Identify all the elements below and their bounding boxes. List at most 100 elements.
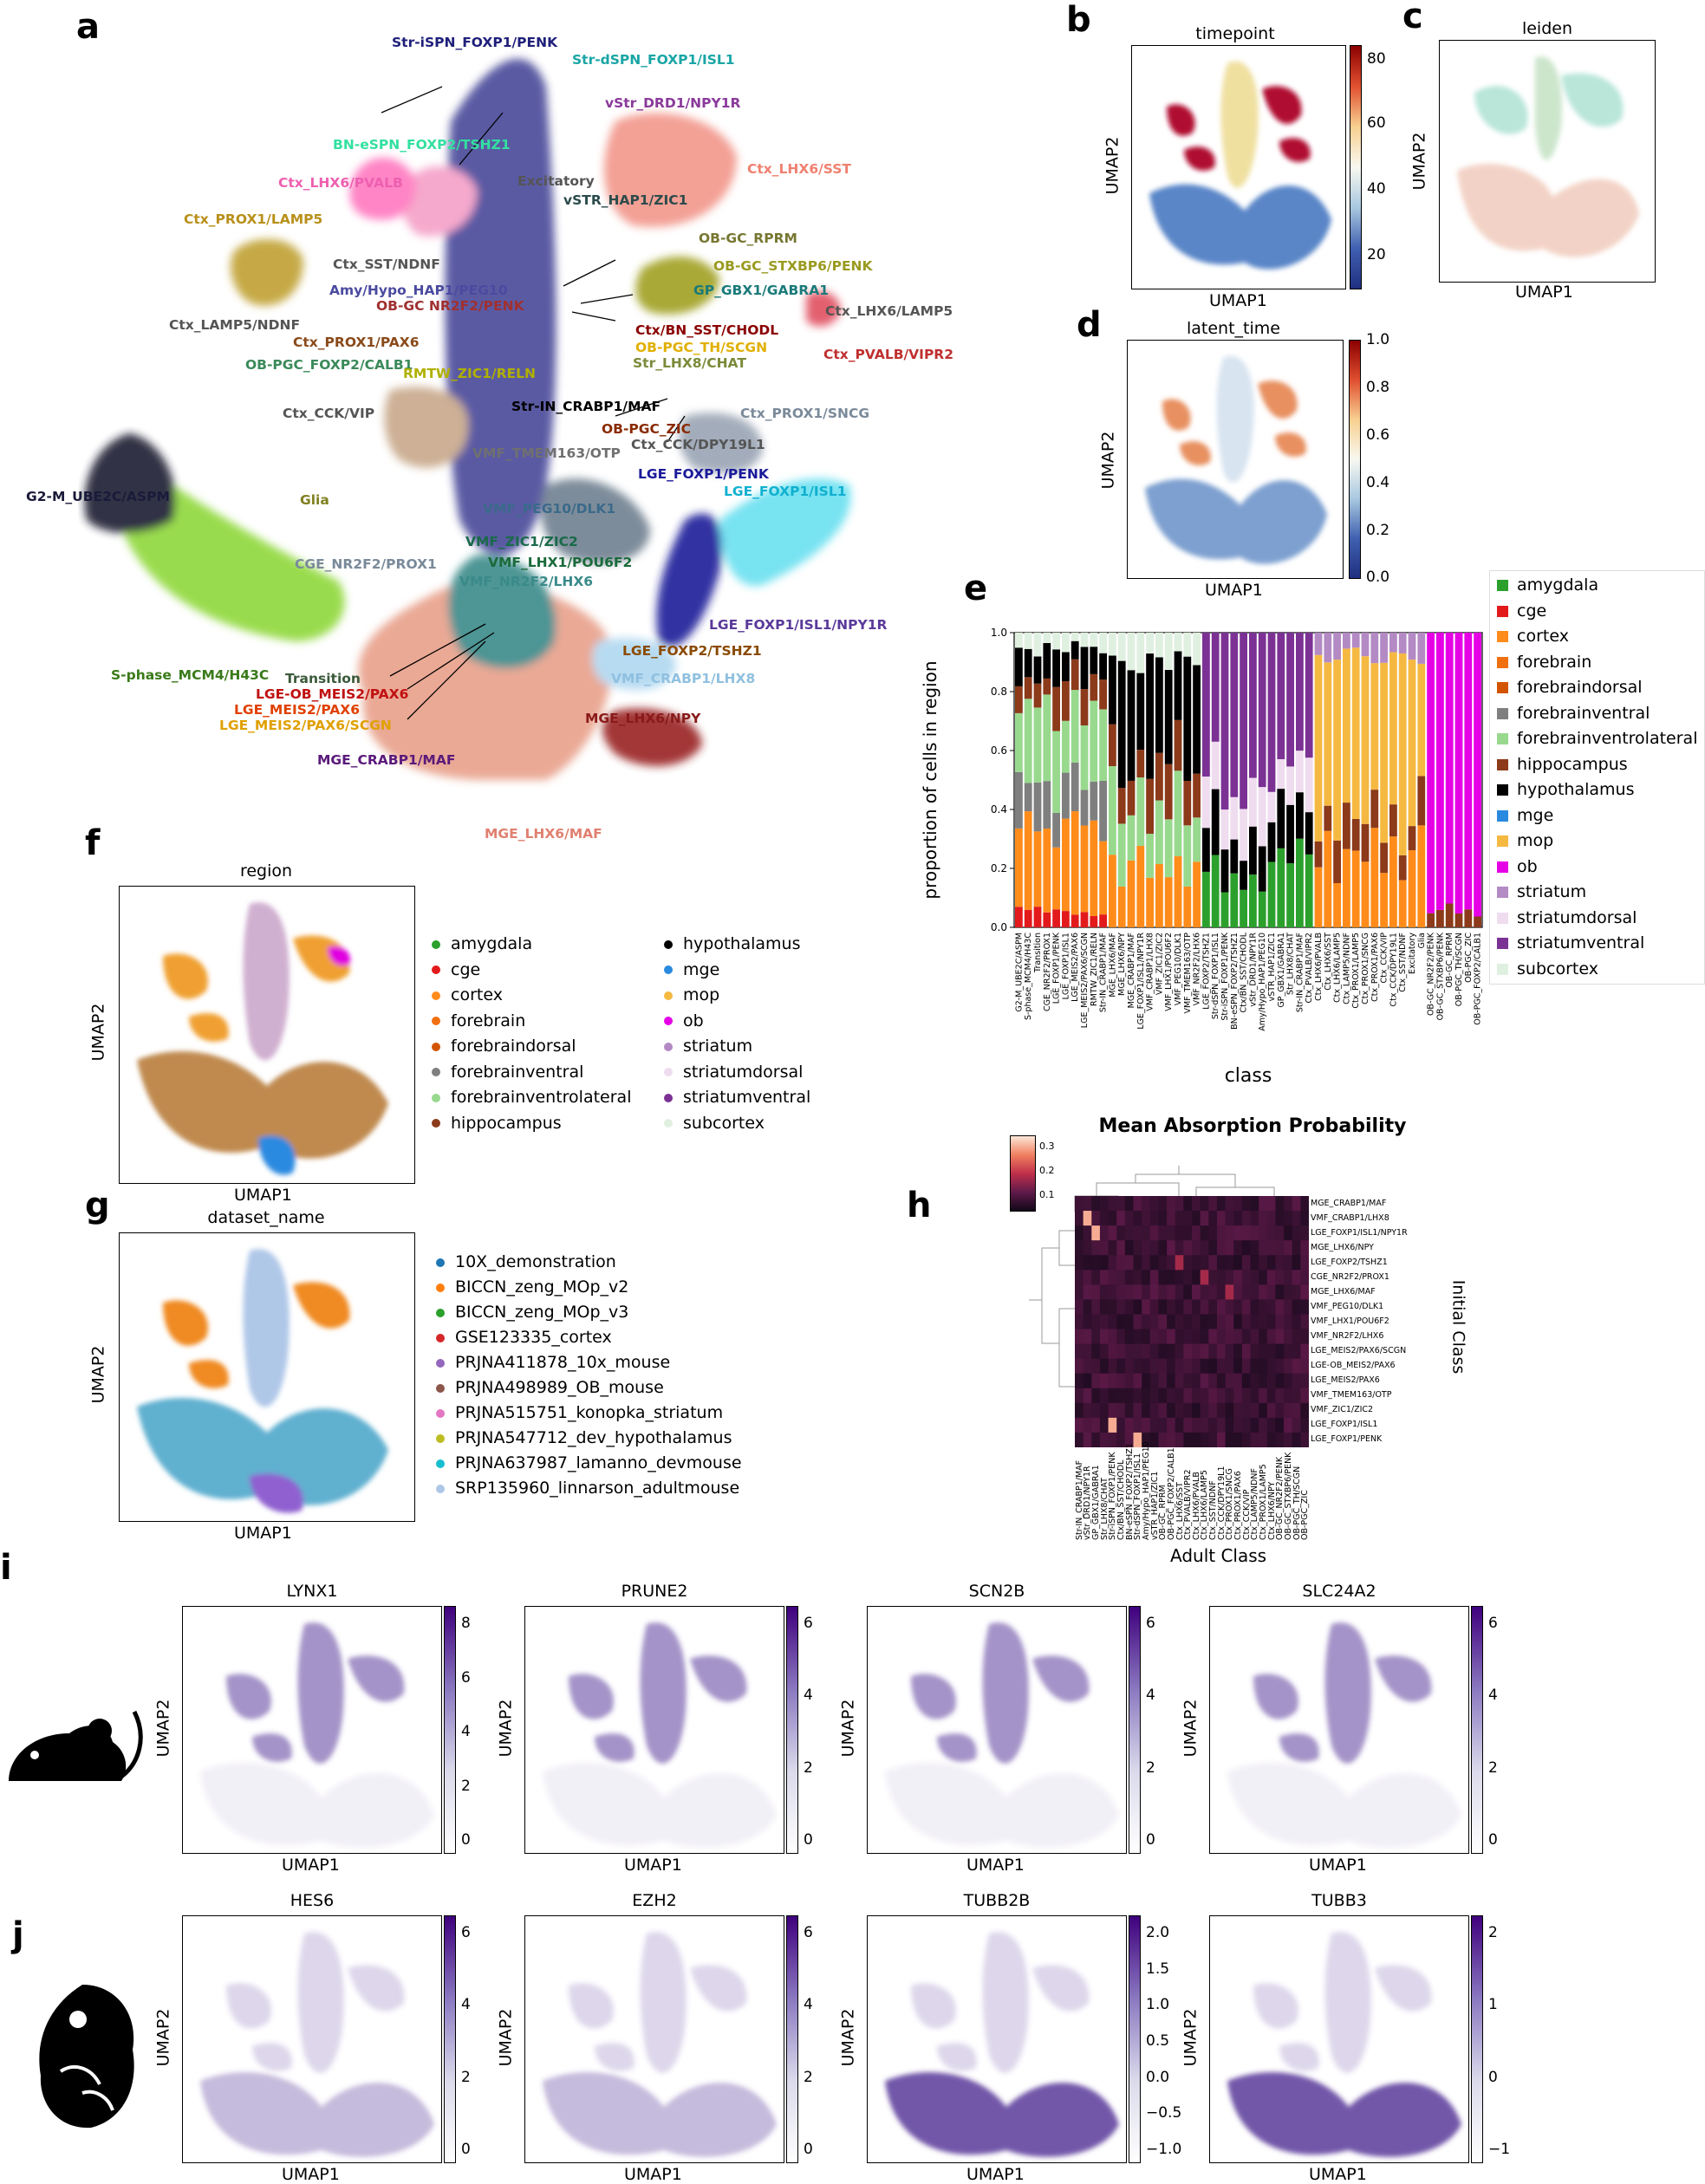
heat-cell-1-24 (1275, 1211, 1285, 1226)
heat-cell-6-8 (1142, 1284, 1151, 1300)
bar-33-hippocampus (1324, 805, 1332, 831)
heat-cell-4-21 (1250, 1255, 1259, 1271)
heat-cell-12-7 (1133, 1373, 1142, 1389)
heat-cell-7-16 (1208, 1299, 1218, 1315)
legend-f-left-item-5: forebrainventral (432, 1060, 631, 1086)
panel_i-tick-2-1: 4 (1146, 1687, 1155, 1705)
heat-cell-7-5 (1116, 1299, 1126, 1315)
heat-cell-16-23 (1266, 1432, 1276, 1448)
panel_j-tick-1-3: 0 (804, 2141, 813, 2158)
heat-cell-12-8 (1142, 1373, 1151, 1389)
heat-cell-2-16 (1208, 1225, 1218, 1241)
panel-f-plot (119, 886, 415, 1184)
panel-h-xlabel: Adult Class (1170, 1545, 1267, 1566)
panel_j-tick-0-1: 4 (461, 1996, 471, 2014)
heat-cell-8-7 (1133, 1314, 1142, 1330)
heat-cell-13-6 (1124, 1388, 1134, 1404)
heat-cell-0-7 (1133, 1196, 1142, 1212)
legend-f-left-label-1: cge (451, 959, 481, 979)
heat-cell-16-2 (1091, 1432, 1101, 1448)
bar-29-striatumdorsal (1286, 766, 1294, 805)
heat-cell-15-19 (1233, 1417, 1243, 1433)
heat-row-label-2: LGE_FOXP1/ISL1/NPY1R (1311, 1227, 1408, 1238)
panel_j-tick-3-0: 2 (1488, 1924, 1498, 1941)
bar-9-forebrainventrolateral (1099, 709, 1107, 782)
bar-4-forebrainventrolateral (1052, 731, 1060, 814)
panel-h-dendro-left-svg (1029, 1230, 1075, 1388)
heat-cell-12-2 (1091, 1373, 1101, 1389)
heat-cell-6-20 (1241, 1284, 1251, 1300)
legend-e-swatch-11 (1497, 861, 1508, 873)
legend-f-right-item-2: mop (664, 983, 810, 1009)
heat-cell-9-22 (1259, 1329, 1268, 1345)
heat-cell-3-14 (1192, 1240, 1201, 1256)
bar-17-forebrainventrolateral (1174, 770, 1182, 857)
panel-e-xtick-49: OB-PGC_FOXP2/CALB1 (1474, 933, 1483, 1025)
panel_j-blob-high-0 (226, 1932, 405, 2073)
panel_i-tick-2-2: 2 (1146, 1758, 1155, 1777)
mouse-icon (0, 1694, 147, 1790)
heat-cell-8-14 (1192, 1314, 1201, 1330)
cluster-label-45: LGE_MEIS2/PAX6 (234, 702, 360, 718)
heat-cell-1-20 (1241, 1211, 1251, 1226)
panel_j-scatter-1 (543, 1932, 777, 2157)
cluster-label-34: VMF_PEG10/DLK1 (483, 501, 616, 517)
heat-cell-11-23 (1266, 1358, 1276, 1375)
cluster-label-13: GP_GBX1/GABRA1 (693, 283, 830, 298)
legend-f-right-label-4: striatum (683, 1037, 753, 1056)
heat-cell-0-11 (1167, 1196, 1176, 1212)
bar-40-hippocampus (1389, 804, 1397, 837)
bar-1-forebrainventrolateral (1024, 699, 1032, 783)
heat-cell-16-16 (1208, 1432, 1218, 1448)
heat-cell-12-24 (1275, 1373, 1285, 1389)
heat-cell-3-20 (1241, 1240, 1251, 1256)
bar-4-subcortex (1052, 633, 1060, 650)
bar-32-hippocampus (1314, 841, 1323, 868)
panel-e-xtick-7: LGE_MEIS2/PAX6/SCGN (1080, 933, 1090, 1028)
panel_j-gene-title-2: TUBB2B (963, 1891, 1031, 1910)
heat-cell-9-25 (1284, 1329, 1293, 1345)
bar-5-forebrainventral (1062, 772, 1070, 819)
legend-g-item-3: GSE123335_cortex (436, 1325, 742, 1350)
panel_i-tick-0-4: 0 (461, 1831, 471, 1849)
legend-e-swatch-7 (1497, 758, 1508, 770)
heat-cell-2-5 (1116, 1225, 1126, 1241)
legend-e-item-10: mop (1497, 829, 1697, 855)
heat-cell-14-13 (1183, 1402, 1193, 1419)
heat-cell-5-21 (1250, 1270, 1259, 1285)
bar-5-cge (1062, 911, 1070, 927)
heat-cell-8-25 (1284, 1314, 1293, 1330)
bar-21-striatumventral (1211, 633, 1220, 742)
bar-30-hypothalamus (1296, 792, 1304, 839)
heat-cell-3-9 (1149, 1240, 1159, 1256)
heat-cell-5-6 (1124, 1270, 1134, 1285)
heat-cell-15-14 (1192, 1417, 1201, 1433)
panel_j-gene-title-1: EZH2 (632, 1891, 677, 1910)
heat-cell-7-25 (1284, 1299, 1293, 1315)
panel-e-xtick-44: OB-GC_NR2F2/PENK (1427, 932, 1436, 1016)
legend-e-item-9: mge (1497, 803, 1697, 829)
cluster-label-22: Ctx_PVALB/VIPR2 (823, 347, 954, 362)
legend-f-right-item-1: mge (664, 958, 810, 984)
heat-cell-10-20 (1241, 1343, 1251, 1360)
heat-cell-8-22 (1259, 1314, 1268, 1330)
panel-e-xtick-15: VMF_ZIC1/ZIC2 (1155, 933, 1164, 995)
bar-38-striatum (1370, 633, 1379, 664)
heat-cell-7-9 (1149, 1299, 1159, 1315)
legend-g-dot-9 (436, 1484, 445, 1493)
heat-cell-15-2 (1091, 1417, 1101, 1433)
bar-38-mop (1370, 663, 1379, 790)
bar-19-cortex (1193, 861, 1201, 927)
heat-cell-3-26 (1292, 1240, 1301, 1256)
cluster-label-43: LGE-OB_MEIS2/PAX6 (256, 686, 409, 702)
legend-f-right-item-4: striatum (664, 1034, 810, 1060)
panel-h-cbar-tick-1: 0.2 (1039, 1165, 1055, 1176)
legend-e-swatch-4 (1497, 682, 1508, 694)
heat-cell-2-1 (1083, 1225, 1092, 1241)
heat-cell-0-4 (1108, 1196, 1117, 1212)
cluster-label-29: VMF_TMEM163/OTP (472, 445, 621, 461)
panel_j-tick-1-0: 6 (804, 1924, 813, 1941)
panel-g-title: dataset_name (207, 1208, 325, 1227)
heat-cell-14-27 (1300, 1402, 1310, 1419)
bar-4-hypothalamus (1052, 649, 1060, 687)
